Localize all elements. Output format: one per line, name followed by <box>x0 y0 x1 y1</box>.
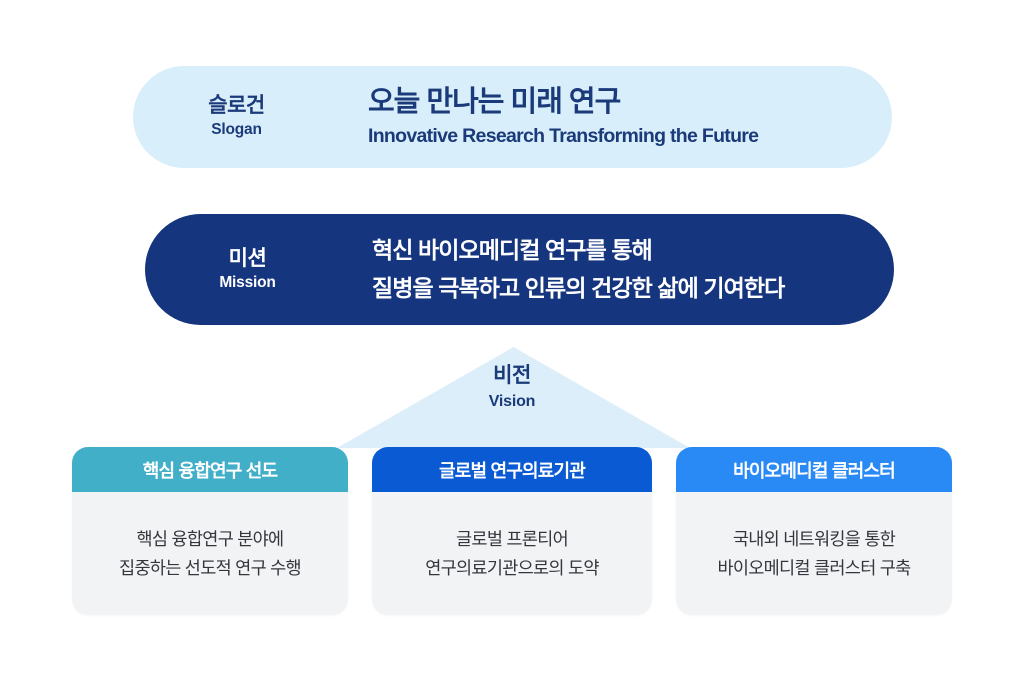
slogan-label-block: 슬로건 Slogan <box>133 94 340 139</box>
slogan-band: 슬로건 Slogan 오늘 만나는 미래 연구 Innovative Resea… <box>133 66 892 168</box>
pillar-card-2[interactable]: 글로벌 연구의료기관 글로벌 프론티어 연구의료기관으로의 도약 <box>372 447 652 615</box>
pillar-card-3-line-2: 바이오메디컬 클러스터 구축 <box>717 557 911 578</box>
pillar-card-2-line-2: 연구의료기관으로의 도약 <box>425 557 599 578</box>
mission-label-en: Mission <box>219 273 276 291</box>
pillar-card-3-body: 국내외 네트워킹을 통한 바이오메디컬 클러스터 구축 <box>676 492 952 615</box>
triangle-icon <box>337 347 690 448</box>
mission-line-2: 질병을 극복하고 인류의 건강한 삶에 기여한다 <box>372 274 785 301</box>
pillar-card-2-line-1: 글로벌 프론티어 <box>456 529 569 550</box>
pillar-card-2-title: 글로벌 연구의료기관 <box>438 460 586 481</box>
mission-label-block: 미션 Mission <box>145 247 350 292</box>
slogan-title: 오늘 만나는 미래 연구 <box>368 86 621 119</box>
pillar-card-1-body: 핵심 융합연구 분야에 집중하는 선도적 연구 수행 <box>72 492 348 615</box>
pillar-card-1[interactable]: 핵심 융합연구 선도 핵심 융합연구 분야에 집중하는 선도적 연구 수행 <box>72 447 348 615</box>
pillar-card-3-line-1: 국내외 네트워킹을 통한 <box>732 529 896 550</box>
mission-line-1: 혁신 바이오메디컬 연구를 통해 <box>372 237 653 264</box>
pillar-card-1-title: 핵심 융합연구 선도 <box>142 460 278 481</box>
slogan-text-block: 오늘 만나는 미래 연구 Innovative Research Transfo… <box>340 85 892 149</box>
mission-text-block: 혁신 바이오메디컬 연구를 통해 질병을 극복하고 인류의 건강한 삶에 기여한… <box>350 232 894 307</box>
vision-roof-triangle <box>337 347 690 448</box>
pillar-card-1-header: 핵심 융합연구 선도 <box>72 447 348 492</box>
mission-band: 미션 Mission 혁신 바이오메디컬 연구를 통해 질병을 극복하고 인류의… <box>145 214 894 325</box>
pillar-card-3-header: 바이오메디컬 클러스터 <box>676 447 952 492</box>
slogan-subtitle: Innovative Research Transforming the Fut… <box>368 125 759 148</box>
pillar-card-1-line-1: 핵심 융합연구 분야에 <box>136 529 285 550</box>
mission-label-ko: 미션 <box>228 246 267 270</box>
slogan-label-en: Slogan <box>211 121 262 139</box>
slogan-label-ko: 슬로건 <box>208 94 265 118</box>
pillar-card-3-title: 바이오메디컬 클러스터 <box>733 460 896 481</box>
pillar-card-2-header: 글로벌 연구의료기관 <box>372 447 652 492</box>
pillar-card-1-line-2: 집중하는 선도적 연구 수행 <box>119 557 302 578</box>
pillar-card-3[interactable]: 바이오메디컬 클러스터 국내외 네트워킹을 통한 바이오메디컬 클러스터 구축 <box>676 447 952 615</box>
pillar-card-2-body: 글로벌 프론티어 연구의료기관으로의 도약 <box>372 492 652 615</box>
